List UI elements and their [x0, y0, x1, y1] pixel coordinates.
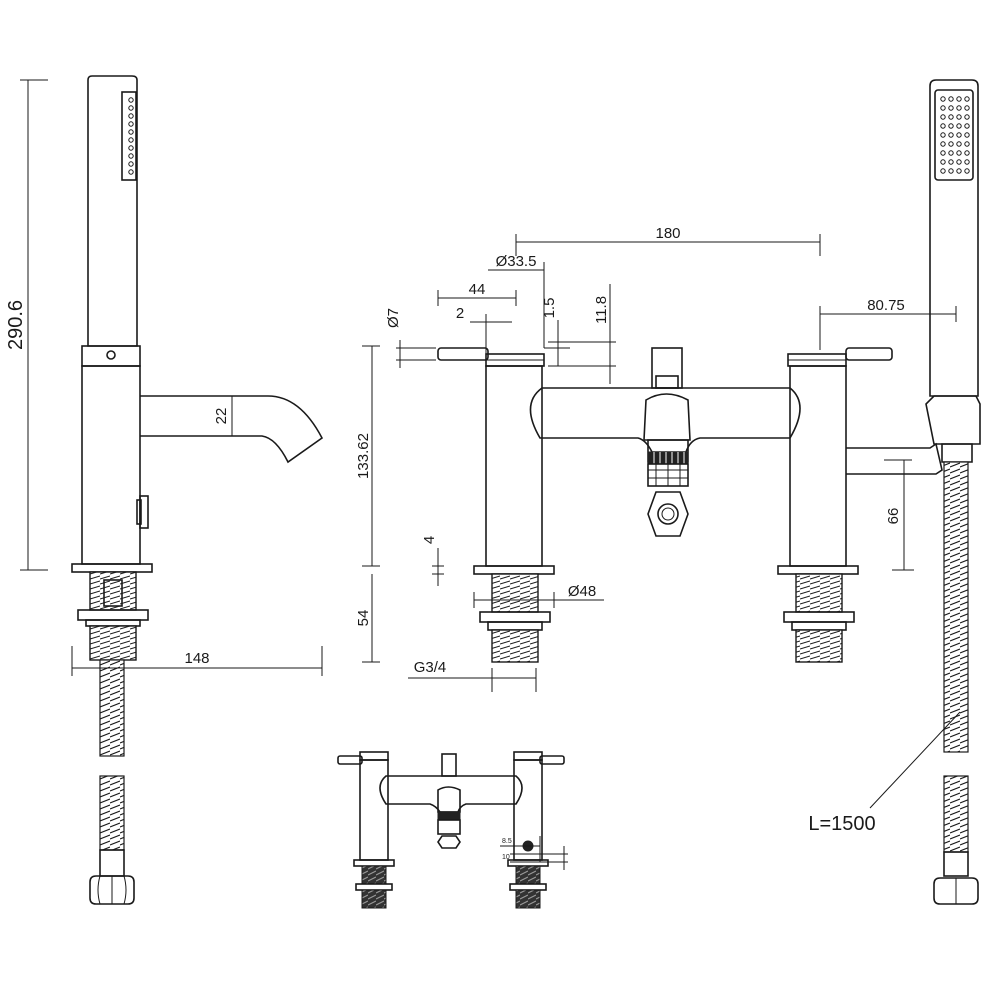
overall-height-label: 290.6 [5, 300, 27, 350]
front-dimensions: 180 Ø33.5 44 2 Ø7 1.5 11.8 133.62 [355, 225, 957, 692]
lever-offset-small-label: 1.5 [541, 298, 558, 319]
washer-thickness-label: 4 [421, 536, 438, 544]
handle-dia-label: Ø33.5 [496, 253, 537, 270]
detail-a-label: 8.5 [502, 838, 512, 845]
spout-dia-label: 22 [213, 408, 230, 425]
side-handset [87, 75, 138, 347]
thread-label: G3/4 [414, 659, 447, 676]
shank-length-label: 54 [355, 610, 372, 627]
hose-outlet-reach-label: 80.75 [867, 297, 905, 314]
reach-label: 148 [184, 650, 209, 667]
side-dimensions: 290.6 22 148 [5, 79, 323, 676]
side-hex-nut [89, 849, 135, 905]
side-view [71, 75, 324, 905]
detail-b-label: 10 [502, 854, 510, 861]
lever-gap-label: 2 [456, 305, 464, 322]
right-handset [869, 79, 981, 905]
body-height-label: 133.62 [355, 433, 372, 479]
lever-length-label: 44 [469, 281, 486, 298]
lever-dia-label: Ø7 [385, 308, 402, 328]
flange-dia-label: Ø48 [568, 583, 596, 600]
front-view [437, 347, 943, 663]
centres-label: 180 [655, 225, 680, 242]
lever-offset-label: 11.8 [593, 296, 610, 324]
outlet-aerator [647, 451, 689, 487]
hose-length-label: L=1500 [808, 813, 875, 835]
side-handset-nozzles [128, 97, 134, 175]
hose-outlet-height-label: 66 [885, 508, 902, 525]
small-front-view: 8.5 10 [337, 751, 568, 909]
right-handset-nozzles [940, 96, 970, 174]
